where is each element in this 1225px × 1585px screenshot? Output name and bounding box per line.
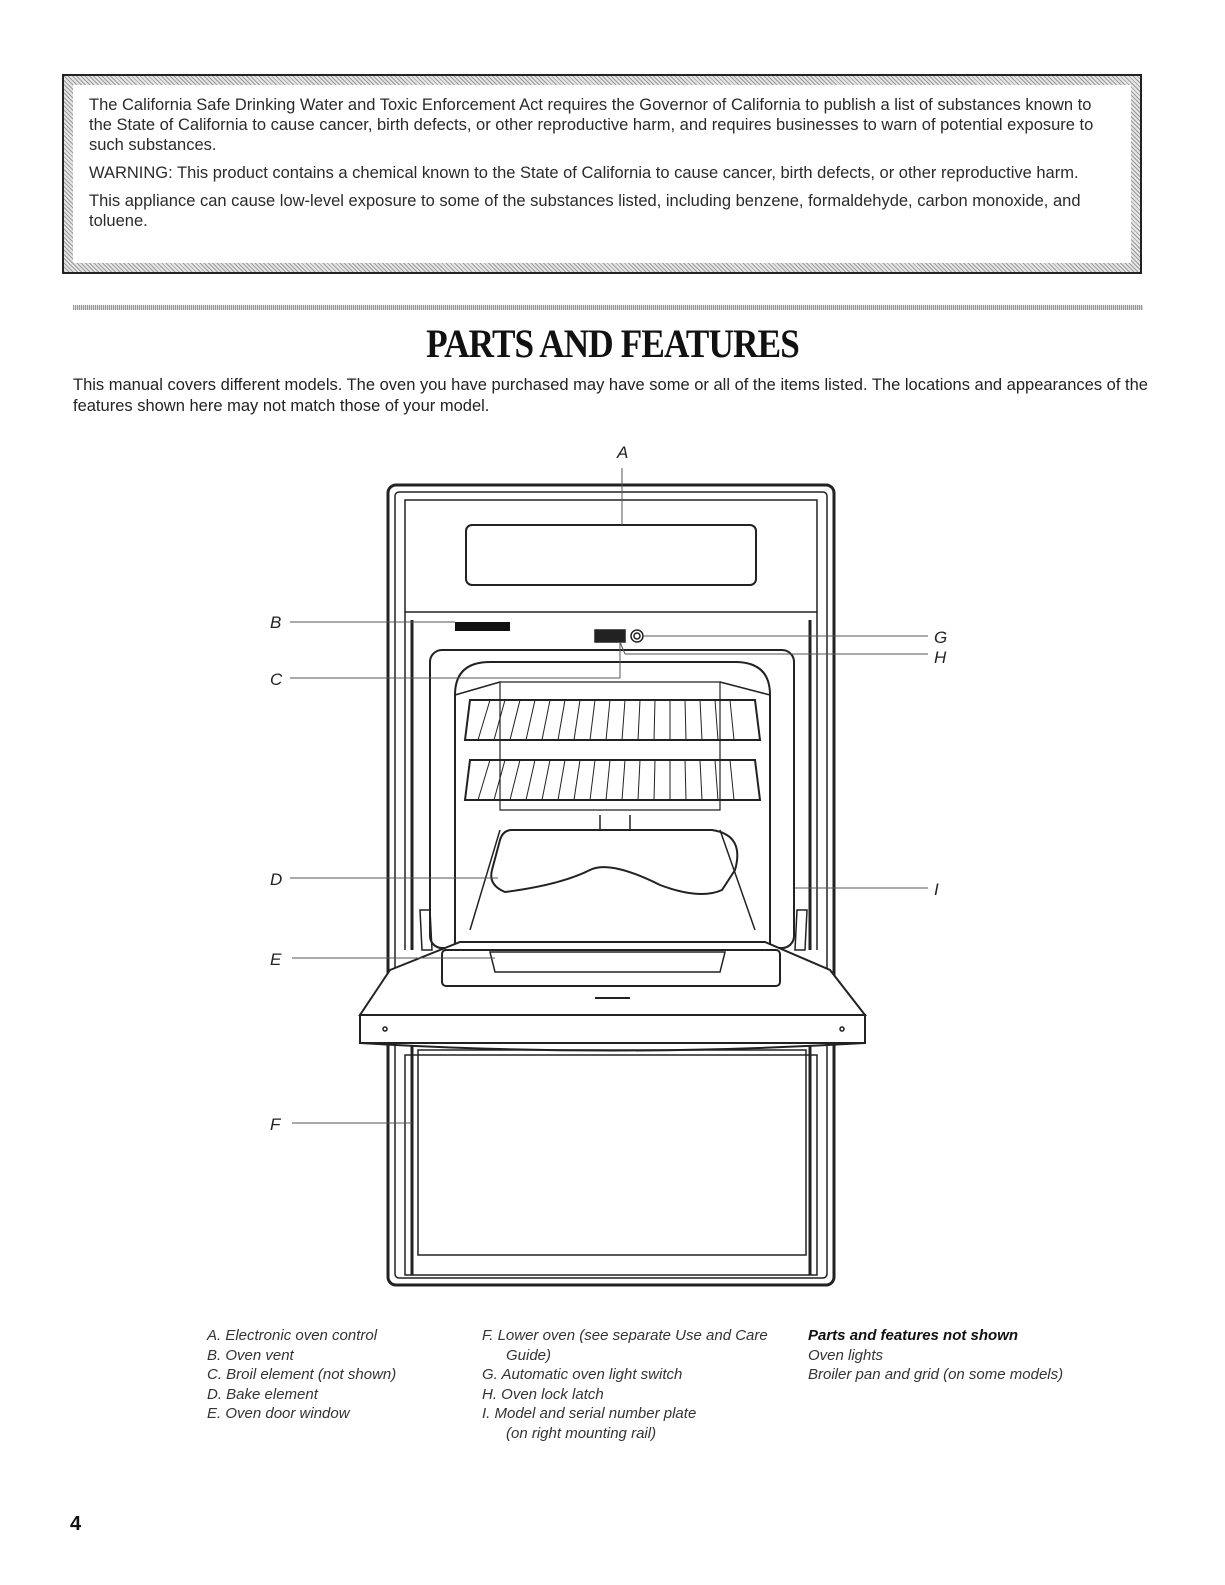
oven-diagram: A B C D E F G H I xyxy=(270,443,947,1287)
legend-item-h: H. Oven lock latch xyxy=(482,1385,604,1403)
legend-column-1: A. Electronic oven control B. Oven vent … xyxy=(207,1326,396,1424)
section-divider xyxy=(73,305,1143,310)
legend-item-a: A. Electronic oven control xyxy=(207,1327,378,1344)
legend-item-i: I. Model and serial number plate xyxy=(482,1405,697,1422)
control-panel-display xyxy=(465,524,757,586)
legend-item-c: C. Broil element (not shown) xyxy=(207,1366,397,1383)
legend-item-i-continued: (on right mounting rail) xyxy=(506,1424,657,1442)
oven-vent xyxy=(455,622,510,631)
callout-c: C xyxy=(270,670,283,689)
page-title: PARTS AND FEATURES xyxy=(426,321,800,366)
callout-g: G xyxy=(934,628,947,647)
legend-item-broiler-pan: Broiler pan and grid (on some models) xyxy=(808,1366,1064,1383)
legend-column-2: F. Lower oven (see separate Use and Care… xyxy=(482,1326,768,1443)
california-warning-box: The California Safe Drinking Water and T… xyxy=(62,74,1142,274)
callout-h: H xyxy=(934,648,947,667)
callout-i: I xyxy=(934,880,939,899)
legend-item-f-continued: Guide) xyxy=(506,1346,552,1364)
legend-heading-not-shown: Parts and features not shown xyxy=(808,1327,1019,1344)
warning-paragraph-act: The California Safe Drinking Water and T… xyxy=(89,96,1094,154)
callout-d: D xyxy=(270,870,282,889)
warning-content: The California Safe Drinking Water and T… xyxy=(73,85,1131,263)
legend-item-b: B. Oven vent xyxy=(207,1346,294,1364)
warning-paragraph-chemical: WARNING: This product contains a chemica… xyxy=(89,164,1079,182)
legend-item-d: D. Bake element xyxy=(207,1385,318,1403)
callout-b: B xyxy=(270,613,281,632)
legend-column-3: Parts and features not shown Oven lights… xyxy=(808,1326,1063,1385)
page-number: 4 xyxy=(70,1513,82,1535)
callout-e: E xyxy=(270,950,282,969)
legend-item-oven-lights: Oven lights xyxy=(808,1346,884,1364)
warning-paragraph-exposure: This appliance can cause low-level expos… xyxy=(89,192,1081,230)
intro-paragraph: This manual covers different models. The… xyxy=(73,376,1148,415)
legend-item-f: F. Lower oven (see separate Use and Care xyxy=(482,1327,768,1344)
callout-a: A xyxy=(616,443,628,462)
callout-f: F xyxy=(270,1115,282,1134)
legend-item-g: G. Automatic oven light switch xyxy=(482,1366,683,1383)
legend-item-e: E. Oven door window xyxy=(207,1405,350,1422)
